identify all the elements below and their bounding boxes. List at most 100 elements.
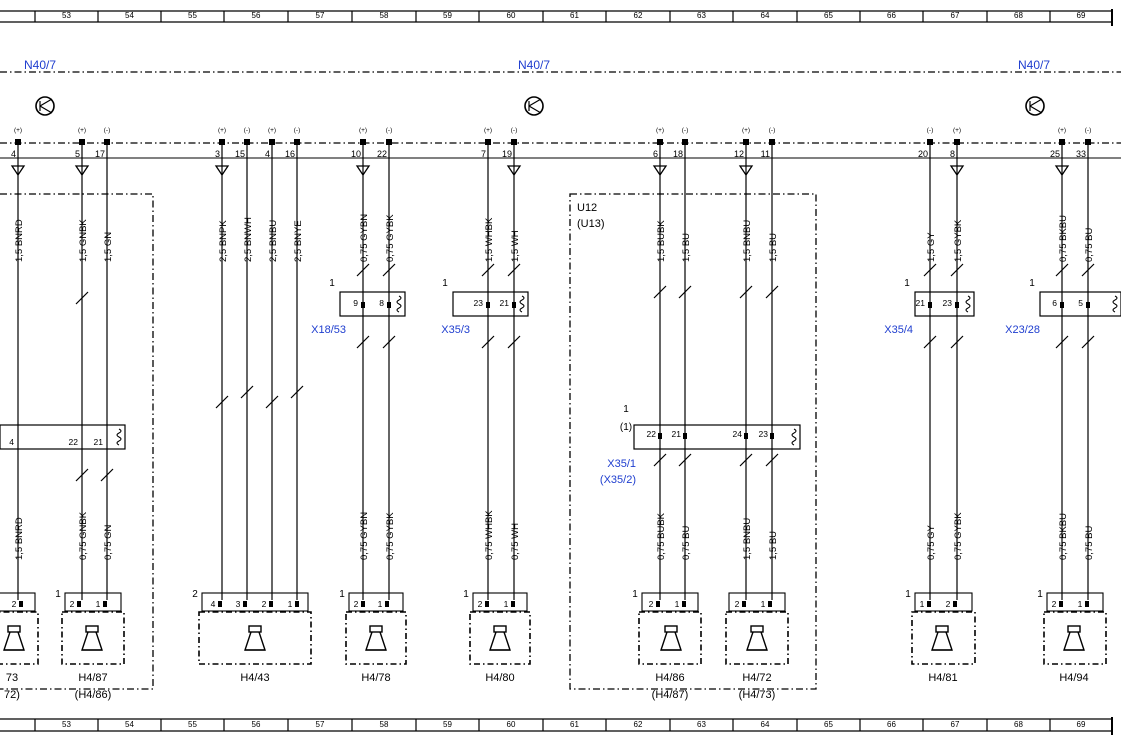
pin-terminal: [1085, 139, 1091, 145]
footer-column-number: 66: [887, 720, 896, 729]
speaker-pin: 1: [675, 599, 680, 609]
speaker-pin: 2: [354, 599, 359, 609]
speaker-pin: 1: [288, 599, 293, 609]
speaker-cone-icon: [1063, 631, 1085, 651]
header-column-number: 54: [125, 11, 134, 20]
pin-polarity-label: (-): [682, 127, 689, 134]
pin-terminal: [244, 139, 250, 145]
speaker-connector: [728, 592, 786, 612]
wire-break-mark: [265, 395, 279, 409]
speaker-pin-terminal: [77, 601, 81, 607]
wire-break-mark: [1055, 263, 1069, 277]
speaker-icon: [248, 625, 262, 633]
module-outline-left: [0, 193, 154, 690]
speaker-pin: 1: [1078, 599, 1083, 609]
connector-pin: 21: [94, 437, 104, 447]
wire-label: 0,75 BKBU: [1058, 215, 1069, 262]
speaker-connector-number: 1: [339, 589, 345, 600]
module-label: (U13): [577, 218, 605, 230]
pin-polarity-label: (-): [386, 127, 393, 134]
wire-label: 1,5 GYBK: [953, 219, 964, 262]
pin-terminal: [386, 139, 392, 145]
wire-break-mark: [765, 285, 779, 299]
speaker-cone-icon: [3, 631, 25, 651]
speaker-pin: 3: [236, 599, 241, 609]
speaker-pin-terminal: [485, 601, 489, 607]
speaker-label: H4/80: [485, 672, 514, 684]
wire-break-mark: [215, 395, 229, 409]
speaker-pin-terminal: [927, 601, 931, 607]
header-column-number: 55: [188, 11, 197, 20]
pin-number: 15: [235, 149, 245, 159]
speaker-housing: [469, 611, 531, 665]
connector-pin: 21: [672, 429, 682, 439]
left-connector-box: [0, 424, 126, 450]
connector-number: 1: [329, 278, 335, 289]
speaker-pin-terminal: [218, 601, 222, 607]
connector-shield: [1112, 295, 1118, 313]
wire-label: 1,5 BU: [768, 531, 779, 560]
connector-number: 1: [623, 404, 629, 415]
speaker-label: H4/86: [655, 672, 684, 684]
connector-pin: 24: [733, 429, 743, 439]
speaker-pin-terminal: [511, 601, 515, 607]
speaker-icon: [369, 625, 383, 633]
pin-terminal: [657, 139, 663, 145]
speaker-pin: 4: [211, 599, 216, 609]
speaker-pin-terminal: [682, 601, 686, 607]
footer-column-number: 55: [188, 720, 197, 729]
speaker-cone-icon: [931, 631, 953, 651]
pin-number: 11: [761, 149, 770, 159]
wire-break-mark: [75, 468, 89, 482]
wire-label: 1,5 BU: [768, 233, 779, 262]
footer-column-number: 64: [761, 720, 770, 729]
pin-number: 5: [75, 149, 80, 159]
wire-break-mark: [356, 335, 370, 349]
connector-pin: 8: [379, 298, 384, 308]
connector-pin-terminal: [658, 433, 662, 439]
speaker-housing: [61, 611, 125, 665]
pin-polarity-label: (-): [244, 127, 251, 134]
header-column-number: 64: [761, 11, 770, 20]
connector-pin-terminal: [361, 302, 365, 308]
pin-terminal: [104, 139, 110, 145]
speaker-connector: [64, 592, 122, 612]
connector-label: X35/4: [884, 324, 913, 336]
wire-break-mark: [923, 263, 937, 277]
pin-terminal: [15, 139, 21, 145]
pin-number: 8: [950, 149, 955, 159]
wire-label: 0,75 GN: [103, 524, 114, 560]
speaker-pin-terminal: [295, 601, 299, 607]
bus-symbol-icon: [35, 96, 55, 116]
wire-break-mark: [507, 335, 521, 349]
speaker-housing: [725, 611, 789, 665]
footer-column-number: 61: [570, 720, 579, 729]
footer-column-number: 68: [1014, 720, 1023, 729]
speaker-pin-terminal: [742, 601, 746, 607]
speaker-connector-number: 1: [632, 589, 638, 600]
bus-symbol-arm: [39, 105, 53, 114]
wire-break-mark: [507, 263, 521, 277]
footer-column-number: 62: [634, 720, 643, 729]
speaker-pin-terminal: [1085, 601, 1089, 607]
speaker-connector-number: 1: [463, 589, 469, 600]
connector-box: [1039, 291, 1121, 317]
pin-number: 4: [11, 149, 16, 159]
wire-label: 0,75 BKBU: [1058, 513, 1069, 560]
pin-polarity-label: (+): [78, 127, 86, 134]
pin-number: 4: [265, 149, 270, 159]
speaker-pin-terminal: [768, 601, 772, 607]
pin-number: 6: [653, 149, 658, 159]
pin-terminal: [219, 139, 225, 145]
module-connector-box: [633, 424, 801, 450]
connector-pin-terminal: [512, 302, 516, 308]
header-column-number: 57: [316, 11, 325, 20]
wire-label: 0,75 BU: [1084, 228, 1095, 262]
speaker-pin-terminal: [103, 601, 107, 607]
speaker-label: H4/43: [240, 672, 269, 684]
connector-label: X35/1: [607, 458, 636, 470]
wire-label: 1,5 GN: [103, 232, 114, 262]
footer-column-number: 59: [443, 720, 452, 729]
speaker-label: H4/72: [742, 672, 771, 684]
connector-label: X35/3: [441, 324, 470, 336]
